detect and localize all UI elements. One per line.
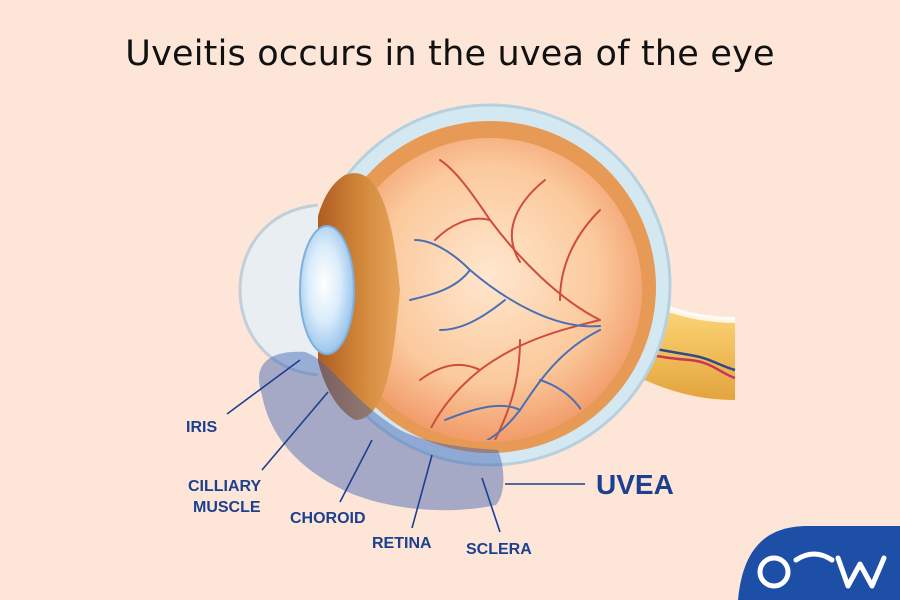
retinal-vessels [409,159,601,440]
label-uvea: UVEA [596,469,674,500]
label-ciliary-line1: CILLIARY [188,478,262,495]
label-ciliary-line2: MUSCLE [193,499,261,516]
cornea [238,203,319,377]
page-title: Uveitis occurs in the uvea of the eye [125,34,775,74]
uvea-highlight [258,351,504,511]
brand-logo-icon [738,526,900,600]
label-retina: RETINA [372,535,432,552]
label-sclera: SCLERA [466,541,532,558]
label-choroid: CHOROID [290,510,366,527]
lens [299,225,355,355]
leader-lines [226,359,585,533]
label-iris: IRIS [186,419,217,436]
vitreous-body [338,138,642,442]
